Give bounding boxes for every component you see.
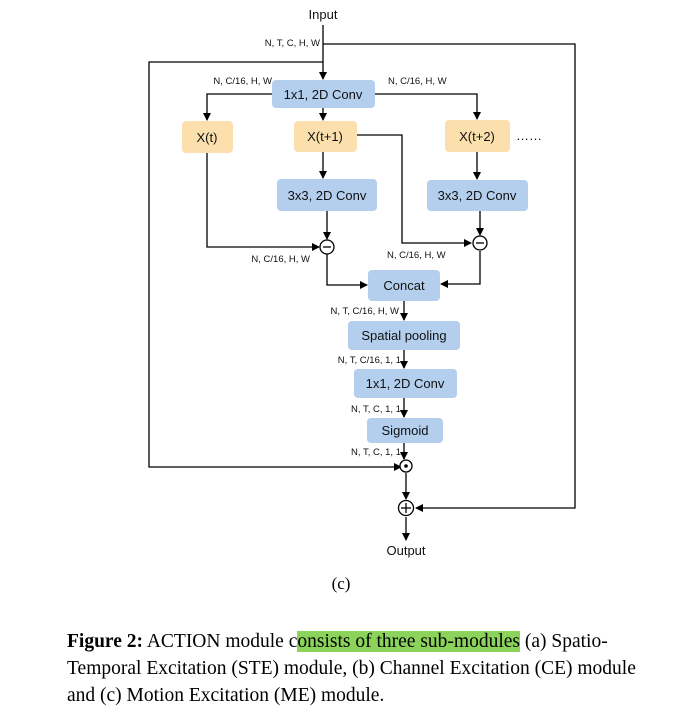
right-sub-dims-label: N, C/16, H, W: [387, 250, 446, 261]
frame-t1-node: X(t+1): [294, 121, 357, 152]
left-conv3x3-node: 3x3, 2D Conv: [277, 179, 377, 211]
ellipsis-label: ……: [516, 128, 542, 143]
spatial-pooling-node: Spatial pooling: [348, 321, 460, 350]
right-subtract-operator: [472, 235, 488, 251]
frame-t1-label: X(t+1): [307, 129, 343, 144]
conv-dims-label: N, T, C, 1, 1: [351, 404, 401, 415]
frame-t-label: X(t): [197, 130, 218, 145]
figure-caption: Figure 2: ACTION module consists of thre…: [67, 628, 667, 709]
right-conv3x3-node: 3x3, 2D Conv: [427, 180, 528, 211]
caption-highlight: onsists of three sub-modules: [297, 631, 520, 652]
output-label: Output: [386, 543, 425, 558]
top-conv-node: 1x1, 2D Conv: [272, 80, 375, 108]
top-conv-label: 1x1, 2D Conv: [284, 87, 363, 102]
input-dims-label: N, T, C, H, W: [265, 38, 320, 49]
right-conv3x3-label: 3x3, 2D Conv: [438, 188, 517, 203]
right-split-dims-label: N, C/16, H, W: [388, 76, 447, 87]
sigmoid-label: Sigmoid: [382, 423, 429, 438]
frame-t-node: X(t): [182, 121, 233, 153]
sigmoid-dims-label: N, T, C, 1, 1: [351, 447, 401, 458]
connectors: [148, 25, 576, 541]
left-split-dims-label: N, C/16, H, W: [213, 76, 272, 87]
bottom-conv-label: 1x1, 2D Conv: [366, 376, 445, 391]
subfigure-label: (c): [331, 574, 351, 593]
me-module-diagram: Input N, T, C, H, W: [148, 7, 576, 558]
concat-dims-label: N, T, C/16, H, W: [331, 306, 399, 317]
concat-label: Concat: [383, 278, 425, 293]
caption-text-end: (a) Spatio-Temporal Excitation (STE) mod…: [67, 631, 636, 706]
input-label: Input: [309, 7, 338, 22]
pool-dims-label: N, T, C/16, 1, 1: [338, 355, 401, 366]
spatial-pooling-label: Spatial pooling: [361, 328, 446, 343]
add-operator: [397, 499, 415, 517]
left-conv3x3-label: 3x3, 2D Conv: [288, 188, 367, 203]
sigmoid-node: Sigmoid: [367, 418, 443, 443]
bottom-conv-node: 1x1, 2D Conv: [354, 369, 457, 398]
frame-t2-node: X(t+2): [445, 120, 510, 152]
figure-number: Figure 2:: [67, 631, 144, 652]
left-subtract-operator: [319, 239, 335, 255]
caption-text-start: ACTION module c: [143, 631, 298, 652]
concat-node: Concat: [368, 270, 440, 301]
frame-t2-label: X(t+2): [459, 129, 495, 144]
multiply-operator: [399, 459, 413, 473]
left-sub-dims-label: N, C/16, H, W: [251, 254, 310, 265]
